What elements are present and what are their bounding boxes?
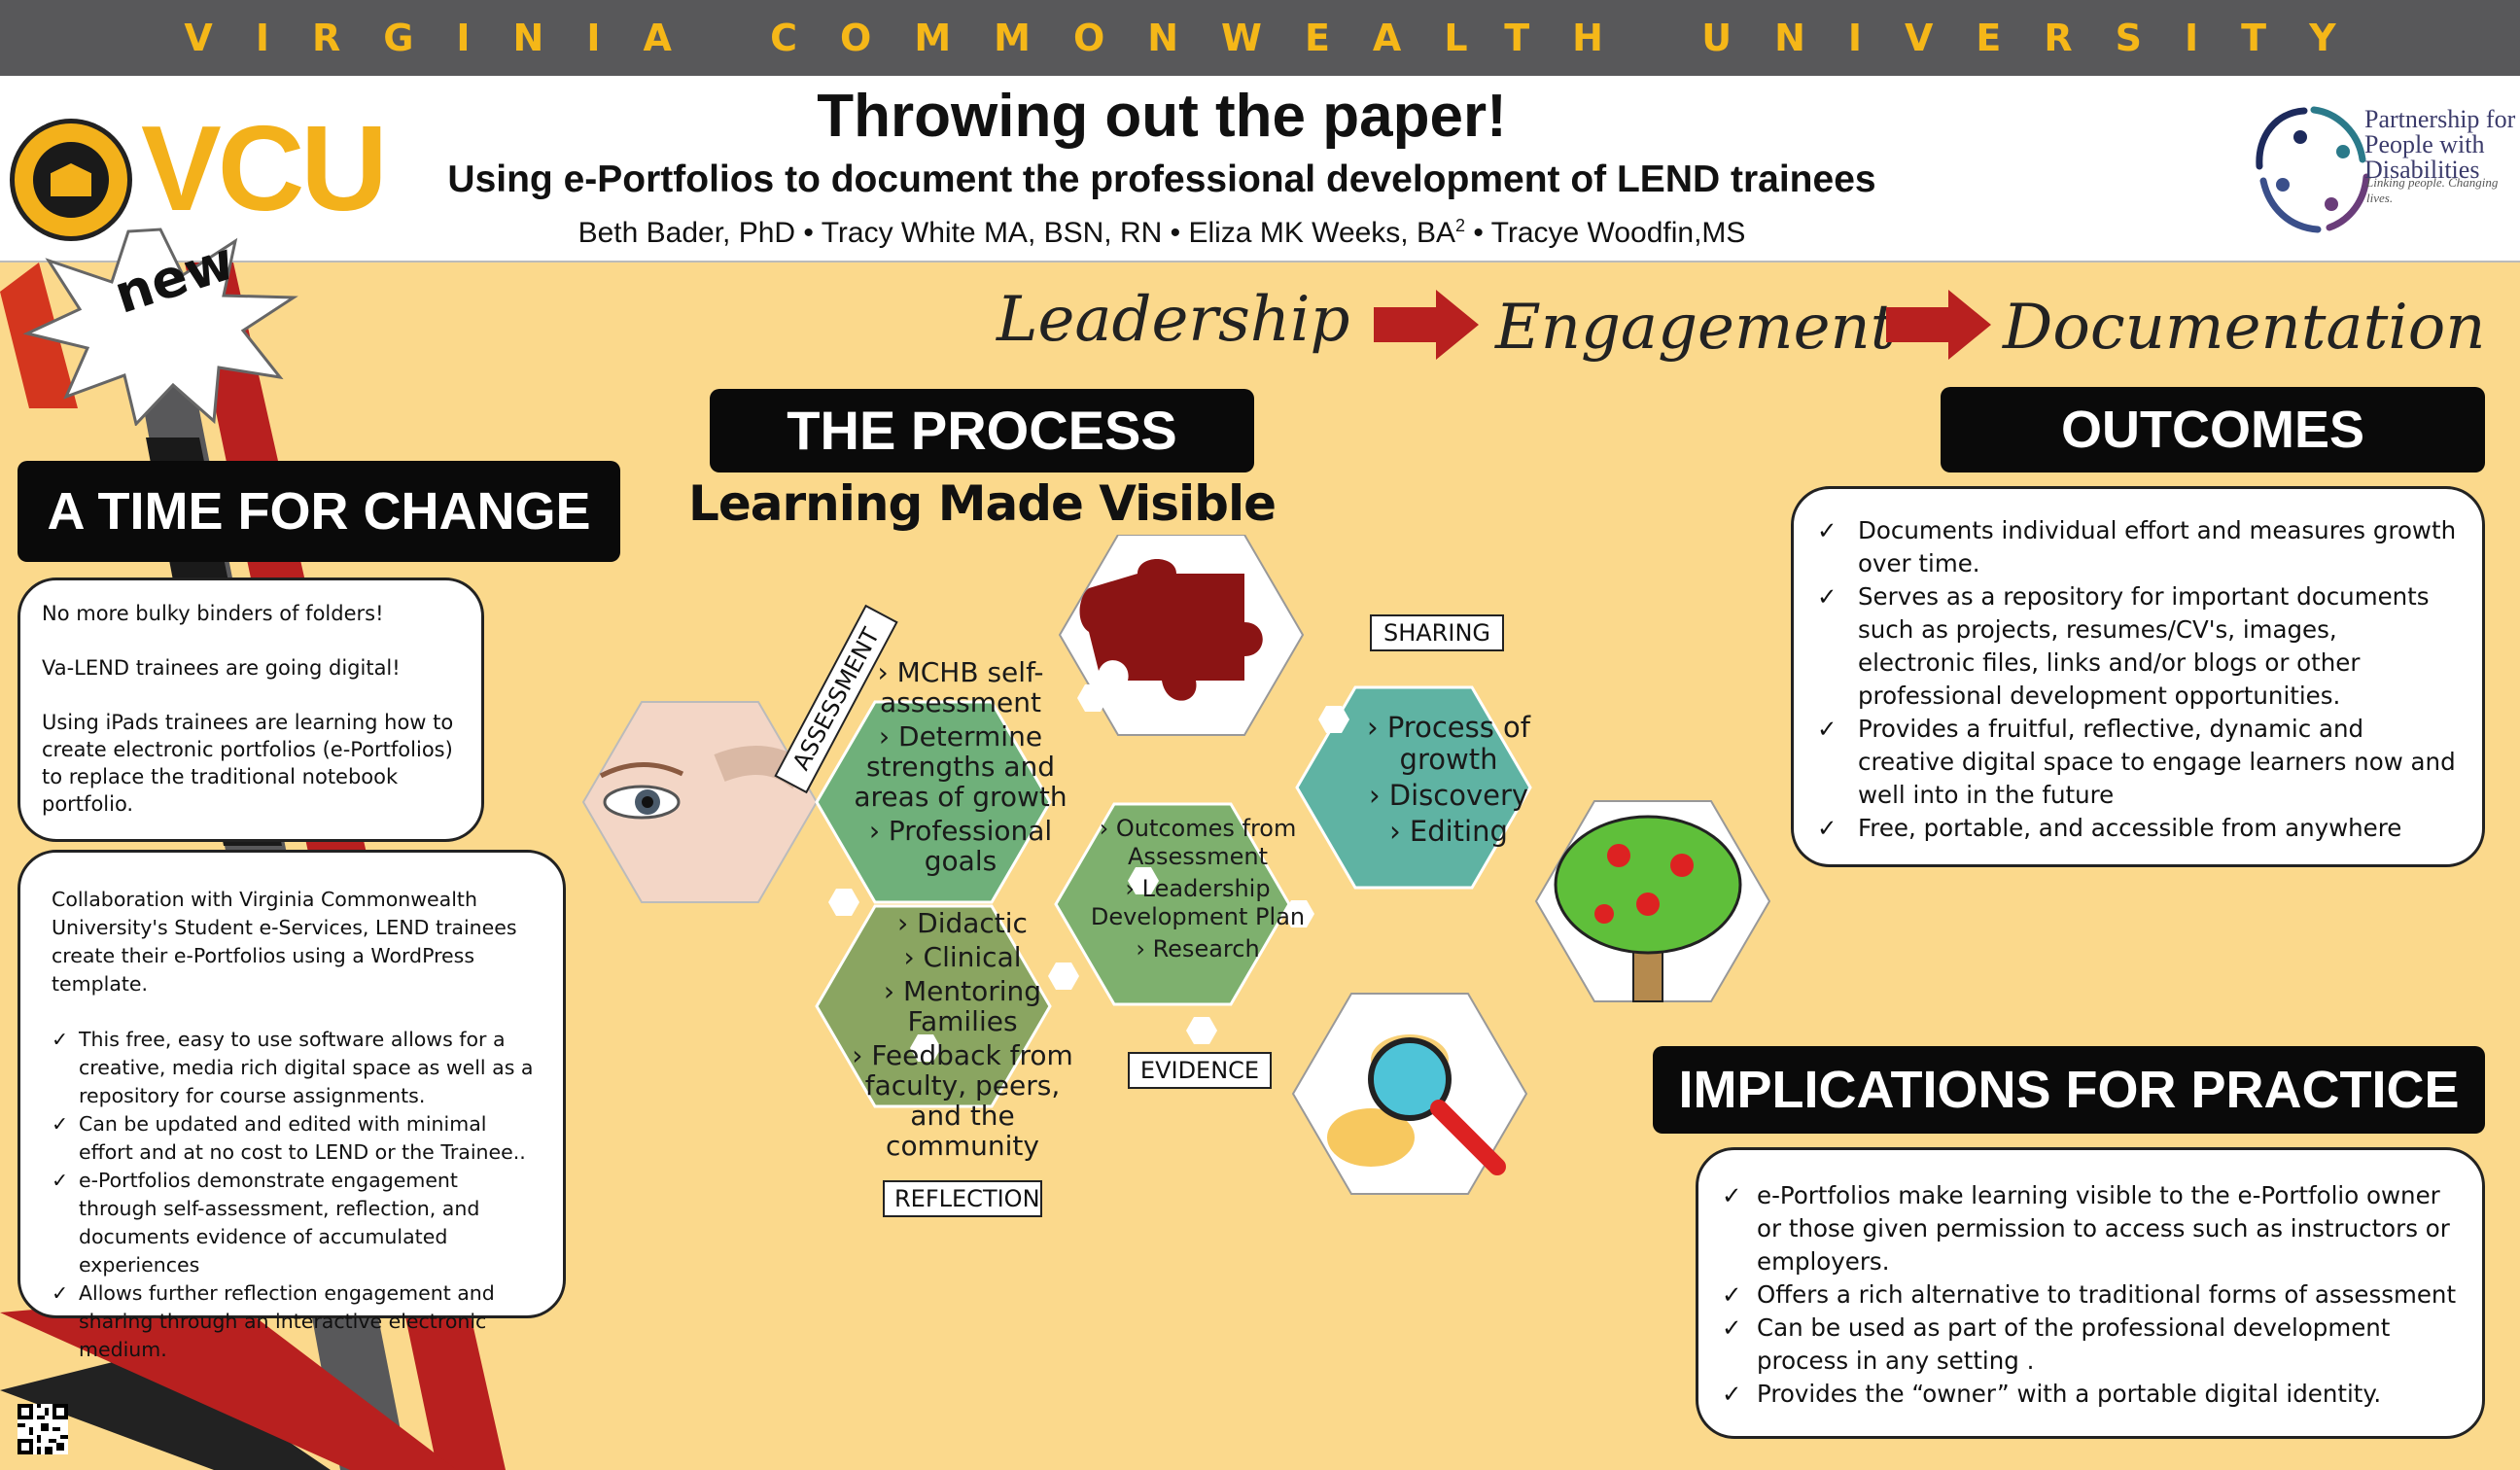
- collaboration-intro: Collaboration with Virginia Commonwealth…: [52, 888, 517, 996]
- vcu-logo: VCU: [141, 102, 388, 236]
- list-item: Provides the “owner” with a portable dig…: [1722, 1378, 2463, 1411]
- process-heading: THE PROCESS: [710, 389, 1254, 472]
- flow-step-documentation: Documentation: [2003, 292, 2486, 364]
- flow-step-engagement: Engagement: [1495, 292, 1896, 364]
- list-item: e-Portfolios demonstrate engagement thro…: [52, 1167, 538, 1279]
- partnership-tagline: Linking people. Changing lives.: [2366, 175, 2499, 205]
- sharing-hex-text: › Process of growth › Discovery › Editin…: [1367, 711, 1530, 848]
- qr-code-icon[interactable]: [18, 1404, 68, 1454]
- process-hex-diagram: [581, 535, 1771, 1195]
- partnership-name: Partnership for People with Disabilities: [2364, 105, 2516, 184]
- list-item: Can be updated and edited with minimal e…: [52, 1110, 538, 1167]
- header-strip: [0, 76, 2520, 262]
- change-paragraph: Va-LEND trainees are going digital!: [42, 656, 401, 680]
- assessment-hex: [815, 700, 1052, 904]
- university-banner: VIRGINIA COMMONWEALTH UNIVERSITY: [0, 0, 2520, 76]
- list-item: Allows further reflection engagement and…: [52, 1279, 538, 1364]
- sharing-label: SHARING: [1370, 614, 1504, 651]
- evidence-label: EVIDENCE: [1128, 1052, 1272, 1089]
- list-item: This free, easy to use software allows f…: [52, 1026, 538, 1110]
- reflection-hex: [815, 904, 1052, 1108]
- banner-text: VIRGINIA COMMONWEALTH UNIVERSITY: [184, 17, 2379, 59]
- list-item: Provides a fruitful, reflective, dynamic…: [1817, 713, 2459, 812]
- list-item: Can be used as part of the professional …: [1722, 1312, 2463, 1378]
- outcomes-box: Documents individual effort and measures…: [1791, 486, 2485, 867]
- poster-subtitle: Using e-Portfolios to document the profe…: [447, 158, 1876, 200]
- implications-heading: IMPLICATIONS FOR PRACTICE: [1653, 1046, 2485, 1134]
- evidence-hex-text: › Outcomes from Assessment › Leadership …: [1090, 815, 1306, 962]
- collaboration-box: Collaboration with Virginia Commonwealth…: [18, 850, 566, 1361]
- implications-box: e-Portfolios make learning visible to th…: [1696, 1147, 2485, 1439]
- change-paragraph: Using iPads trainees are learning how to…: [42, 711, 454, 816]
- outcomes-heading: OUTCOMES: [1941, 387, 2485, 472]
- time-for-change-heading: A TIME FOR CHANGE: [18, 461, 620, 562]
- puzzle-piece-icon: [1079, 559, 1263, 701]
- list-item: Offers a rich alternative to traditional…: [1722, 1278, 2463, 1312]
- change-paragraph: No more bulky binders of folders!: [42, 602, 384, 625]
- assessment-hex-text: › MCHB self-assessment › Determine stren…: [854, 656, 1068, 877]
- reflection-hex-text: › Didactic › Clinical › Mentoring Famili…: [852, 907, 1073, 1162]
- vcu-seal-icon: [10, 119, 132, 241]
- time-for-change-box: No more bulky binders of folders! Va-LEN…: [18, 578, 484, 842]
- partnership-logo-icon: [2256, 106, 2370, 233]
- apple-tree-icon: [1554, 815, 1742, 1002]
- list-item: Free, portable, and accessible from anyw…: [1817, 812, 2459, 845]
- sharing-hex: [1295, 685, 1532, 890]
- process-subheading: Learning Made Visible: [688, 475, 1277, 532]
- fingerprint-magnifier-icon: [1327, 1034, 1506, 1175]
- list-item: Documents individual effort and measures…: [1817, 514, 2459, 580]
- collaboration-list: This free, easy to use software allows f…: [52, 1026, 538, 1364]
- poster-title: Throwing out the paper!: [817, 83, 1507, 150]
- flow-arrow-icon: [1886, 290, 1991, 360]
- author-list: Beth Bader, PhD • Tracy White MA, BSN, R…: [578, 216, 1746, 249]
- reflection-label: REFLECTION: [883, 1180, 1042, 1217]
- flow-arrow-icon: [1374, 290, 1479, 360]
- list-item: Serves as a repository for important doc…: [1817, 580, 2459, 713]
- list-item: e-Portfolios make learning visible to th…: [1722, 1179, 2463, 1278]
- new-starburst-icon: [22, 228, 298, 426]
- flow-step-leadership: Leadership: [997, 284, 1350, 356]
